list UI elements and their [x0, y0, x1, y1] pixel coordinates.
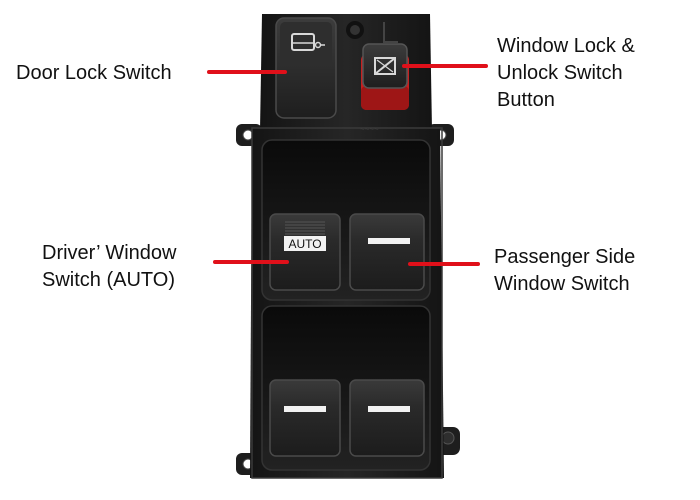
switch-indicator-bar: [284, 406, 326, 412]
door-lock-label: Door Lock Switch: [16, 60, 172, 87]
label-line: Unlock Switch: [497, 62, 623, 84]
driver-window-switch[interactable]: AUTO: [269, 213, 341, 291]
label-line: Button: [497, 89, 555, 111]
label-line: Switch (AUTO): [42, 269, 175, 291]
window-lock-icon: [374, 57, 396, 75]
label-line: Driver’ Window: [42, 242, 177, 264]
label-line: Door Lock Switch: [16, 62, 172, 84]
driver-window-pointer: [213, 260, 289, 264]
label-line: Passenger Side: [494, 246, 636, 268]
passenger-window-label: Passenger Side Window Switch: [494, 244, 635, 298]
door-lock-pointer: [207, 70, 287, 74]
rear-left-window-switch[interactable]: [269, 379, 341, 457]
window-lock-label: Window Lock & Unlock Switch Button: [497, 33, 635, 114]
door-lock-icon: [291, 33, 325, 51]
rear-right-window-switch[interactable]: [349, 379, 425, 457]
passenger-window-switch[interactable]: [349, 213, 425, 291]
driver-window-label: Driver’ Window Switch (AUTO): [42, 240, 176, 294]
label-line: Window Lock &: [497, 35, 635, 57]
auto-grip-lines: [285, 221, 325, 235]
passenger-window-pointer: [408, 262, 480, 266]
switch-indicator-bar: [368, 406, 410, 412]
auto-badge: AUTO: [288, 237, 321, 251]
molded-marking: ~~~~: [360, 125, 379, 134]
switch-indicator-bar: [368, 238, 410, 244]
door-lock-switch[interactable]: [275, 17, 337, 119]
label-line: Window Switch: [494, 273, 630, 295]
window-lock-button[interactable]: [361, 43, 409, 110]
window-lock-pointer: [402, 64, 488, 68]
